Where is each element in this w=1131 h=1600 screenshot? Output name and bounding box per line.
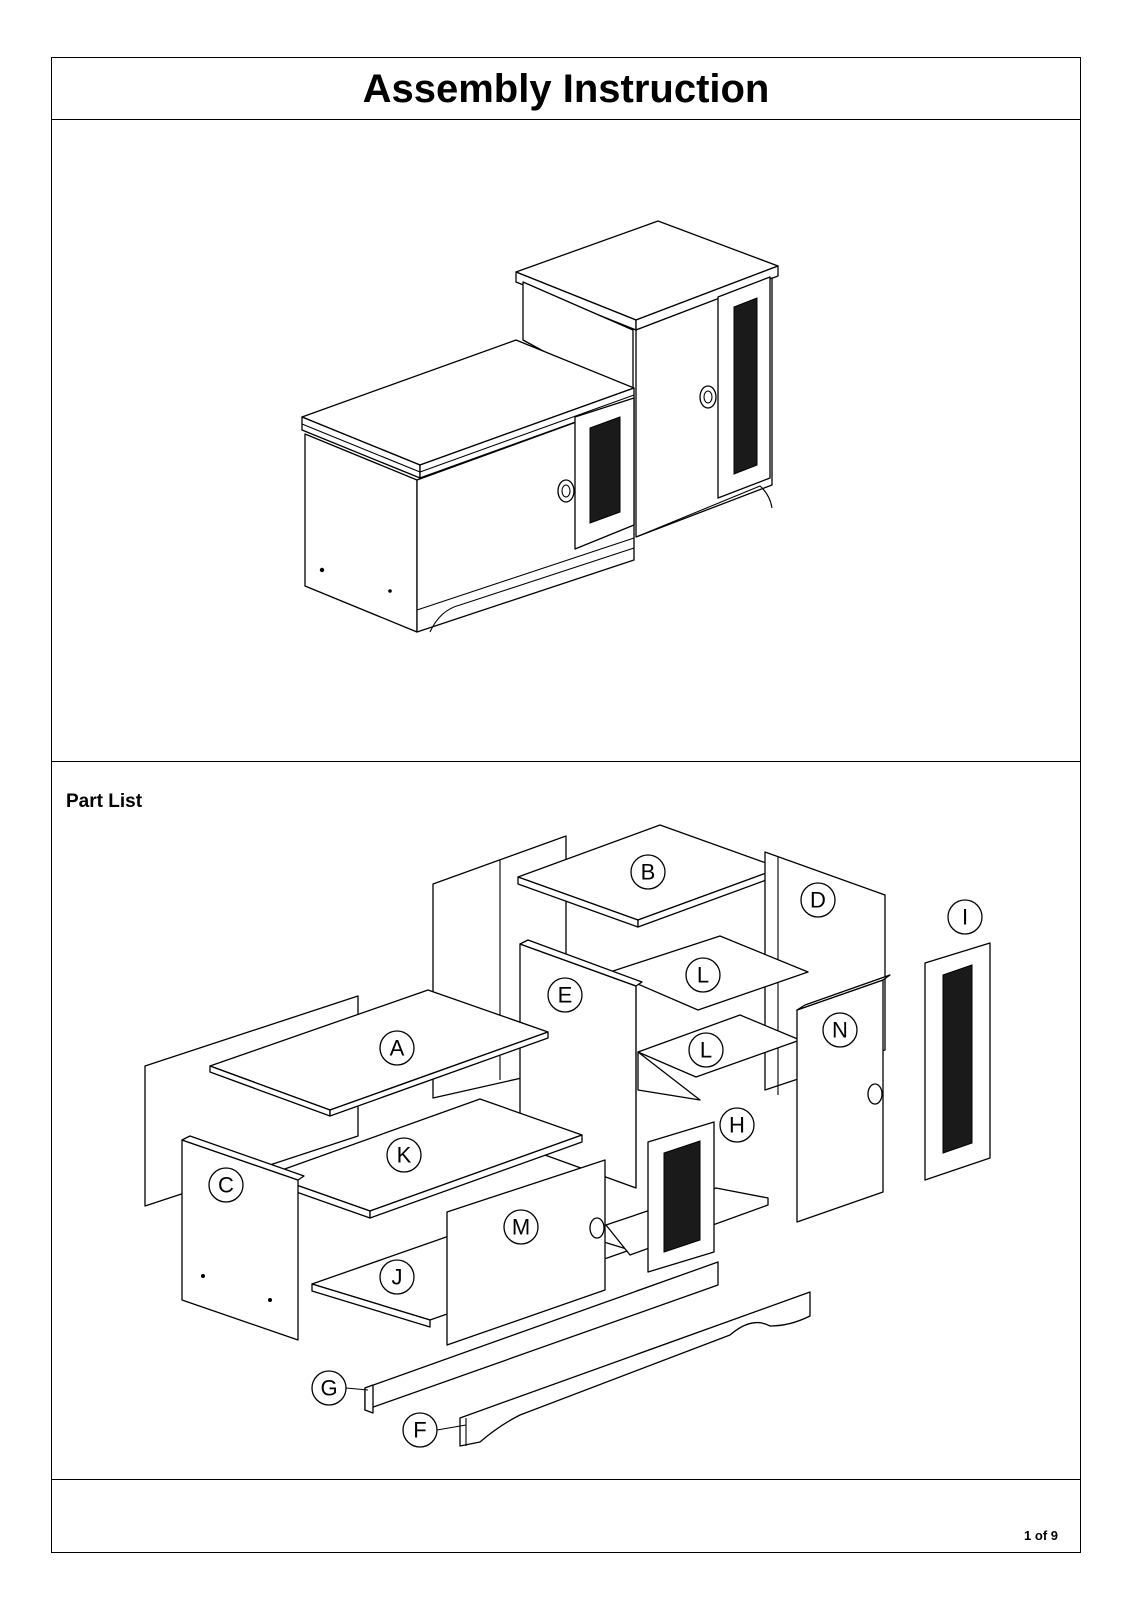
label-C: C — [208, 1167, 244, 1203]
bench-door-knob — [557, 479, 575, 503]
svg-text:B: B — [641, 860, 656, 885]
svg-text:E: E — [558, 983, 573, 1008]
label-D: D — [800, 882, 836, 918]
section-divider — [52, 761, 1080, 762]
part-list-heading: Part List — [66, 791, 143, 812]
tall-door-knob — [699, 385, 717, 409]
label-N: N — [822, 1012, 858, 1048]
label-I: I — [947, 899, 983, 935]
part-I-panel — [942, 964, 973, 1154]
svg-text:L: L — [697, 963, 709, 988]
label-F: F — [402, 1412, 438, 1448]
assembled-bench-illustration — [301, 220, 779, 633]
svg-text:D: D — [810, 888, 826, 913]
svg-text:K: K — [397, 1143, 412, 1168]
label-E: E — [547, 977, 583, 1013]
label-J: J — [379, 1259, 415, 1295]
label-G: G — [311, 1370, 347, 1406]
label-L-lower: L — [688, 1032, 724, 1068]
svg-text:F: F — [413, 1418, 426, 1443]
title-divider — [52, 119, 1080, 120]
label-H: H — [719, 1107, 755, 1143]
svg-text:G: G — [320, 1376, 337, 1401]
svg-text:N: N — [832, 1018, 848, 1043]
part-F-kickboard — [459, 1291, 811, 1447]
part-H-panel — [663, 1140, 701, 1253]
label-K: K — [386, 1137, 422, 1173]
svg-text:M: M — [512, 1215, 530, 1240]
label-B: B — [630, 854, 666, 890]
svg-text:H: H — [729, 1113, 745, 1138]
label-A: A — [379, 1030, 415, 1066]
svg-text:L: L — [700, 1038, 712, 1063]
svg-text:J: J — [392, 1265, 403, 1290]
label-M: M — [503, 1209, 539, 1245]
svg-text:C: C — [218, 1173, 234, 1198]
svg-text:A: A — [390, 1036, 405, 1061]
svg-text:I: I — [962, 905, 968, 930]
tall-door-panel — [733, 297, 758, 475]
page-title: Assembly Instruction — [362, 66, 770, 111]
page-number: 1 of 9 — [1024, 1528, 1058, 1543]
part-M-door — [446, 1159, 606, 1346]
bench-door-panel — [589, 416, 621, 524]
page-frame: Assembly Instruction Part List 1 of 9 — [51, 57, 1081, 1553]
label-L-upper: L — [685, 957, 721, 993]
footer-divider — [52, 1479, 1080, 1480]
